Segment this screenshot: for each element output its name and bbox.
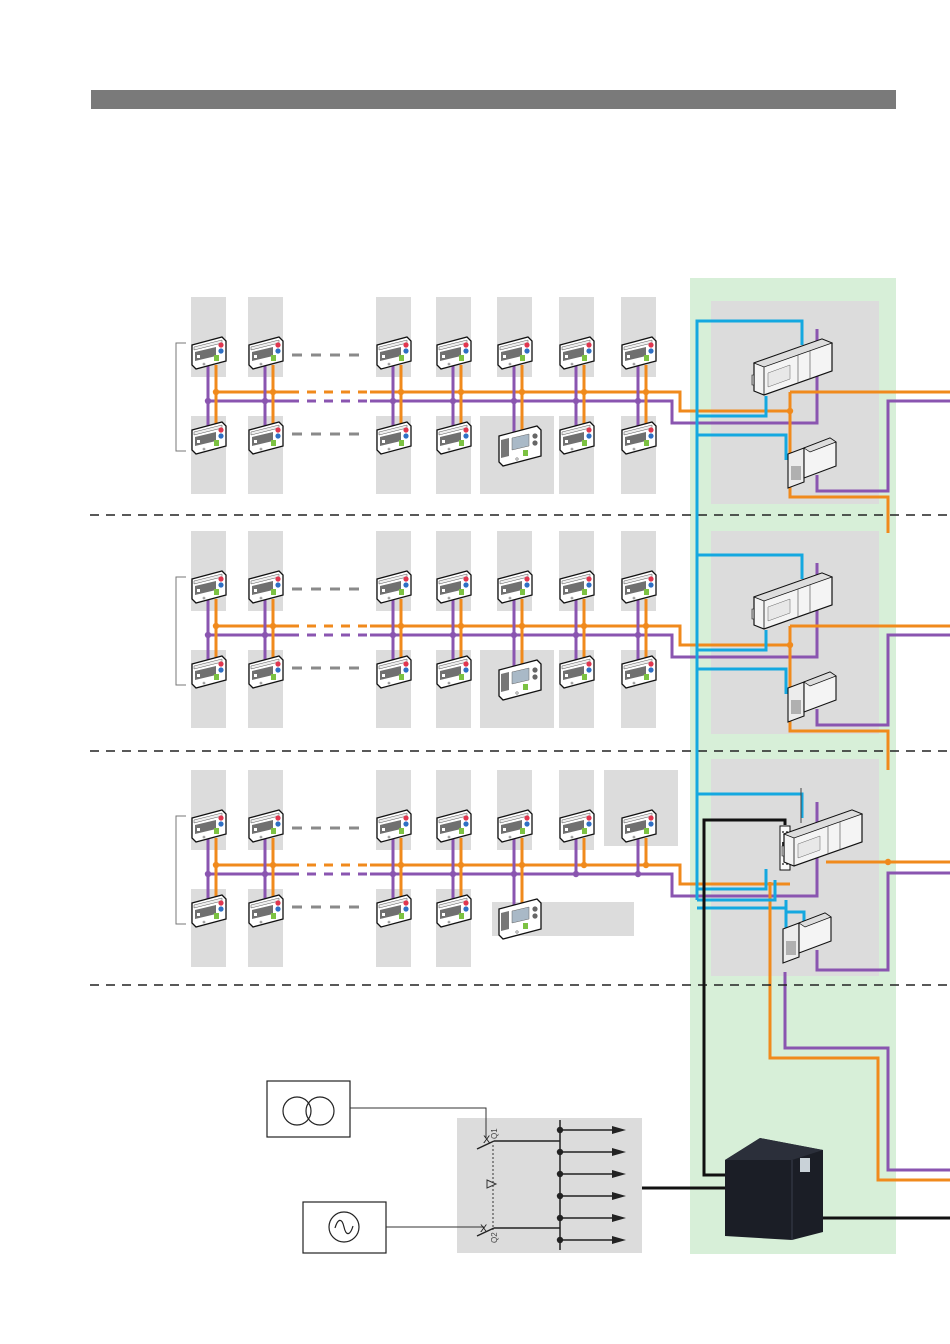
junction-dot (450, 632, 456, 638)
floor-bracket (176, 816, 186, 924)
junction-dot (213, 623, 219, 629)
junction-dot (270, 389, 276, 395)
junction-dot (573, 871, 579, 877)
ups-display-icon (800, 1158, 810, 1172)
junction-dot (262, 871, 268, 877)
junction-dot (511, 871, 517, 877)
switch-q2-x: X (480, 1223, 488, 1235)
junction-dot (581, 389, 587, 395)
junction-dot (635, 632, 641, 638)
junction-dot (390, 871, 396, 877)
junction-dot (643, 389, 649, 395)
junction-dot (643, 862, 649, 868)
floor-bracket (176, 343, 186, 451)
junction-dot (519, 389, 525, 395)
junction-dot (581, 862, 587, 868)
junction-dot (262, 398, 268, 404)
junction-dot (398, 862, 404, 868)
junction-dot (635, 871, 641, 877)
junction-dot (205, 398, 211, 404)
junction-dot (270, 862, 276, 868)
junction-dot (458, 862, 464, 868)
junction-dot (519, 623, 525, 629)
junction-dot (787, 408, 793, 414)
floor-bracket (176, 577, 186, 685)
junction-dot (213, 862, 219, 868)
junction-dot (573, 398, 579, 404)
junction-dot (205, 632, 211, 638)
junction-dot (787, 642, 793, 648)
junction-dot (581, 623, 587, 629)
junction-dot (885, 859, 891, 865)
junction-dot (573, 632, 579, 638)
ups-unit (725, 1138, 823, 1240)
junction-dot (643, 623, 649, 629)
transformer-box (267, 1081, 350, 1137)
junction-dot (519, 862, 525, 868)
junction-dot (398, 623, 404, 629)
junction-dot (390, 632, 396, 638)
junction-dot (450, 398, 456, 404)
junction-dot (205, 871, 211, 877)
switch-q1-label: Q1 (490, 1128, 499, 1139)
junction-dot (458, 389, 464, 395)
junction-dot (390, 398, 396, 404)
junction-dot (270, 623, 276, 629)
junction-dot (511, 632, 517, 638)
junction-dot (262, 632, 268, 638)
junction-dot (450, 871, 456, 877)
junction-dot (398, 389, 404, 395)
junction-dot (635, 398, 641, 404)
switch-q2-label: Q2 (490, 1232, 499, 1243)
junction-dot (213, 389, 219, 395)
junction-dot (511, 398, 517, 404)
junction-dot (458, 623, 464, 629)
